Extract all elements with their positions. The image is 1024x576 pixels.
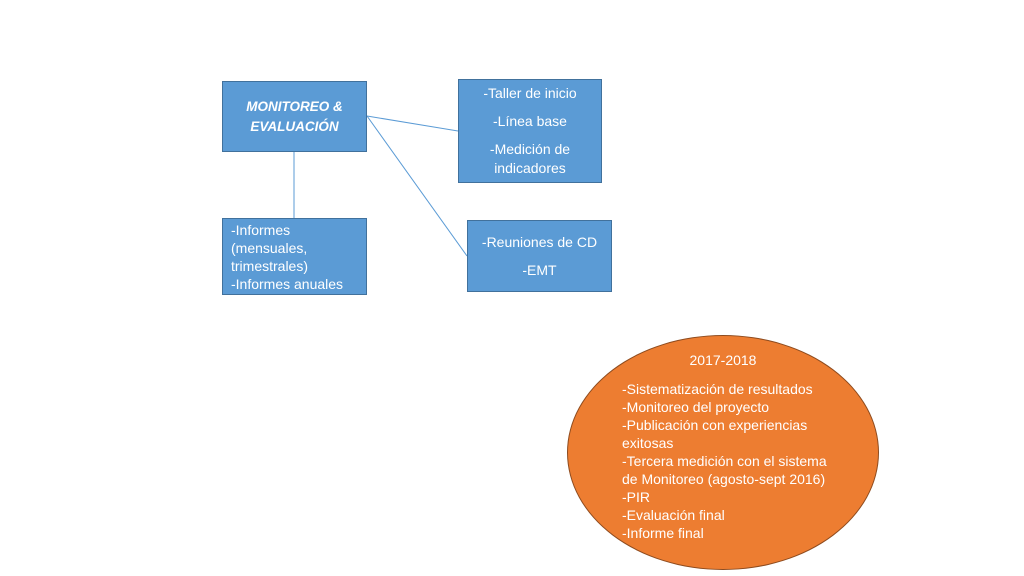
inicio-item-linea-base: -Línea base [493, 113, 567, 129]
ellipse-list-item: -Sistematización de resultados [622, 381, 813, 397]
informes-box: -Informes (mensuales, trimestrales) -Inf… [222, 218, 367, 295]
inicio-item-taller: -Taller de inicio [483, 85, 577, 101]
inicio-item-indicadores: indicadores [494, 160, 566, 176]
ellipse-list-item: -Tercera medición con el sistema [622, 453, 827, 469]
reuniones-box: -Reuniones de CD -EMT [467, 220, 612, 292]
inicio-box: -Taller de inicio -Línea base -Medición … [458, 79, 602, 183]
main-title-line1: MONITOREO & [246, 98, 343, 114]
ellipse-list: -Sistematización de resultados -Monitore… [622, 380, 862, 542]
informes-line: -Informes [231, 222, 291, 238]
connector-main-to-reuniones [366, 115, 468, 257]
informes-line: trimestrales) [231, 258, 309, 274]
monitoreo-evaluacion-box: MONITOREO & EVALUACIÓN [222, 81, 367, 152]
connector-main-to-inicio [366, 115, 459, 132]
ellipse-list-item: -PIR [622, 489, 650, 505]
period-ellipse: 2017-2018 -Sistematización de resultados… [567, 335, 879, 570]
inicio-item-medicion: -Medición de [489, 141, 571, 157]
main-title-line2: EVALUACIÓN [250, 118, 339, 134]
reuniones-item-cd: -Reuniones de CD [481, 234, 598, 250]
ellipse-list-item: -Monitoreo del proyecto [622, 399, 770, 415]
ellipse-list-item: exitosas [622, 435, 674, 451]
ellipse-list-item: de Monitoreo (agosto-sept 2016) [622, 471, 826, 487]
ellipse-list-item: -Informe final [622, 525, 704, 541]
informes-line: (mensuales, [231, 240, 308, 256]
ellipse-list-item: -Publicación con experiencias [622, 417, 808, 433]
ellipse-year: 2017-2018 [689, 352, 757, 368]
informes-line: -Informes anuales [231, 276, 344, 292]
reuniones-item-emt: -EMT [522, 262, 557, 278]
ellipse-list-item: -Evaluación final [622, 507, 725, 523]
